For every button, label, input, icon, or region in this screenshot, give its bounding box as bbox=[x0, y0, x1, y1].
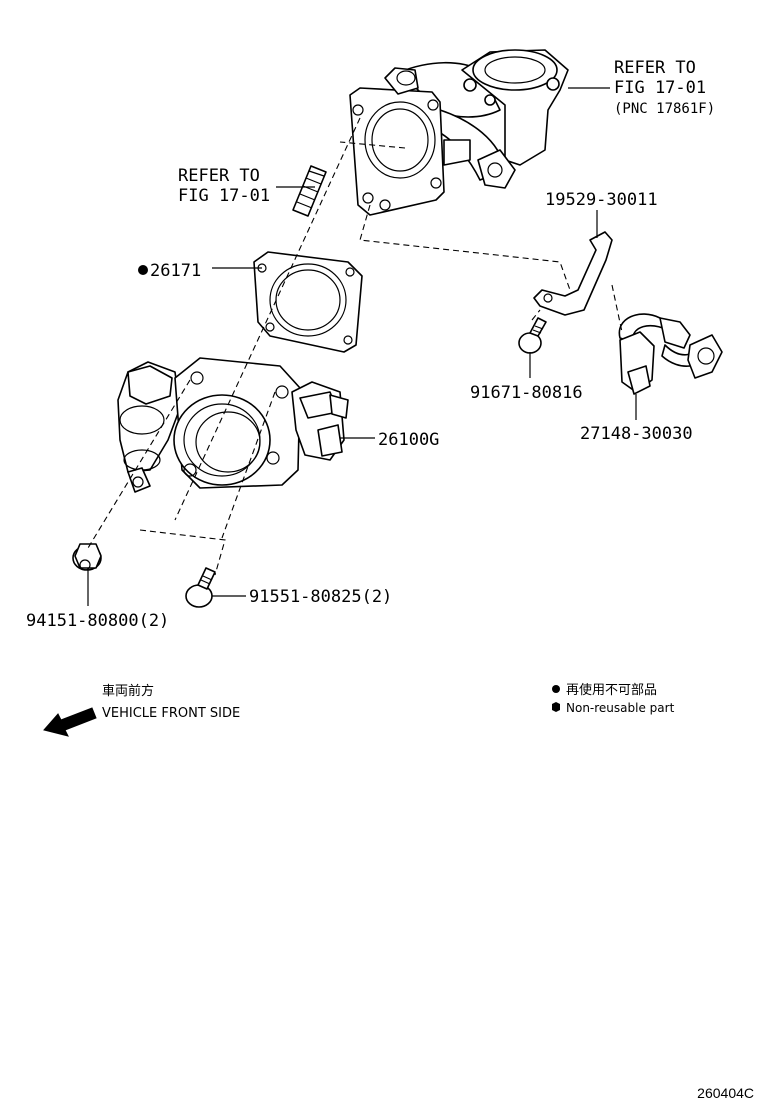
intake-manifold-illustration bbox=[349, 49, 569, 216]
filled-dot-icon bbox=[552, 685, 560, 693]
wire-harness-illustration bbox=[618, 313, 723, 395]
gasket-illustration bbox=[253, 251, 363, 353]
assembly-dashed-lines bbox=[87, 117, 623, 576]
vehicle-front-indicator: 車両前方 VEHICLE FRONT SIDE bbox=[43, 683, 240, 737]
throttle-bolt-illustration bbox=[185, 567, 216, 608]
throttle-body-illustration bbox=[117, 357, 349, 493]
filled-hexagon-icon bbox=[552, 702, 560, 712]
refer-stud-line2: FIG 17-01 bbox=[178, 186, 270, 206]
nut-illustration bbox=[72, 543, 102, 571]
arrow-left-down-icon bbox=[43, 707, 97, 737]
throttle-bolt-part-number: 91551-80825(2) bbox=[249, 587, 392, 607]
bracket-bolt-part-number: 91671-80816 bbox=[470, 383, 583, 403]
vehicle-front-japanese: 車両前方 bbox=[102, 683, 154, 699]
refer-top-line2: FIG 17-01 bbox=[614, 78, 706, 98]
throttle-body-part-number: 26100G bbox=[378, 430, 439, 450]
refer-top-line3: (PNC 17861F) bbox=[614, 101, 715, 117]
refer-top-line1: REFER TO bbox=[614, 58, 696, 78]
non-reusable-dot-icon bbox=[138, 265, 148, 275]
bracket-bolt-illustration bbox=[518, 317, 547, 354]
legend-english: Non-reusable part bbox=[566, 701, 675, 715]
stud-illustration bbox=[292, 165, 327, 217]
harness-part-number: 27148-30030 bbox=[580, 424, 693, 444]
legend: 再使用不可部品 Non-reusable part bbox=[552, 682, 675, 715]
bracket-part-number: 19529-30011 bbox=[545, 190, 658, 210]
gasket-part-number: 26171 bbox=[150, 261, 201, 281]
figure-code: 260404C bbox=[697, 1085, 754, 1101]
refer-stud-line1: REFER TO bbox=[178, 166, 260, 186]
vehicle-front-english: VEHICLE FRONT SIDE bbox=[102, 706, 240, 721]
nut-part-number: 94151-80800(2) bbox=[26, 611, 169, 631]
bracket-illustration bbox=[533, 231, 613, 316]
leader-lines bbox=[87, 87, 637, 606]
legend-japanese: 再使用不可部品 bbox=[566, 682, 657, 698]
